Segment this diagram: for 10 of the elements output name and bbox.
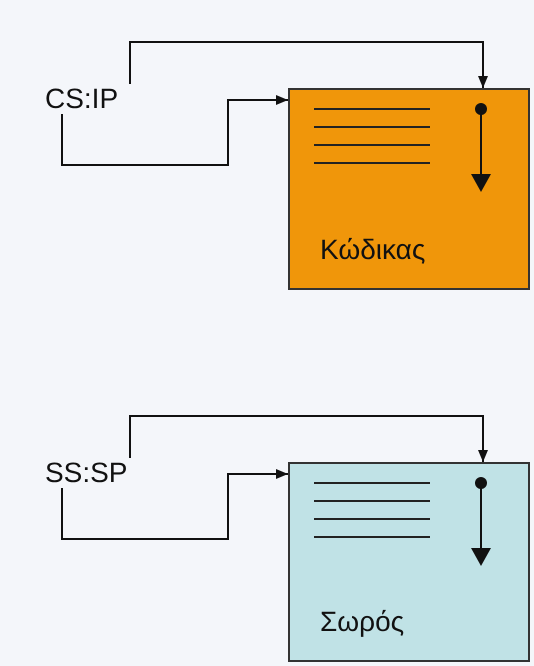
connector-arrow (129, 41, 488, 88)
memory-segment-box (288, 88, 530, 290)
connector-arrow (61, 95, 288, 166)
memory-segment-box (288, 462, 530, 662)
connector-arrow (129, 415, 488, 462)
register-label: CS:IP (45, 84, 141, 114)
register-label: SS:SP (45, 458, 157, 488)
connector-arrow (61, 469, 288, 540)
segment-label: Σωρός (320, 606, 404, 638)
segment-label: Κώδικας (320, 234, 426, 266)
